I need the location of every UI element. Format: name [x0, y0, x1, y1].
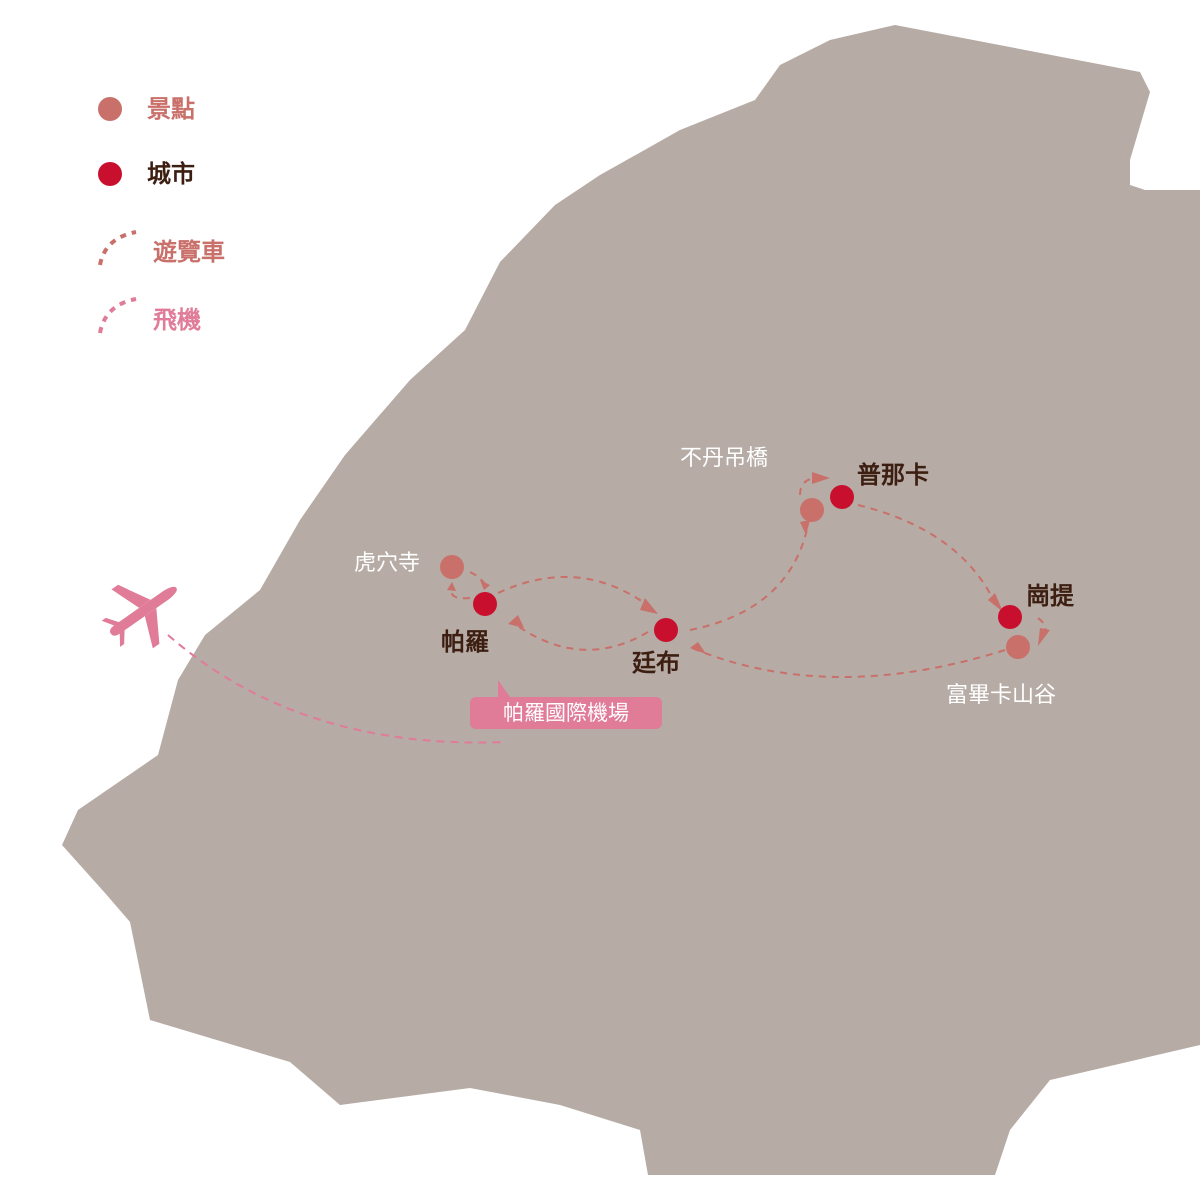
- punakha-dot[interactable]: [830, 485, 854, 509]
- attraction-label-tigers-nest: 虎穴寺: [354, 551, 421, 576]
- legend-flight-label: 飛機: [153, 306, 201, 334]
- plane-icon: [101, 584, 177, 649]
- legend-city-label: 城市: [147, 160, 195, 188]
- legend-flight-line: [98, 297, 137, 334]
- phobjikha-dot[interactable]: [1006, 635, 1030, 659]
- tigers-nest-dot[interactable]: [440, 555, 464, 579]
- legend-attraction-dot: [98, 97, 122, 121]
- paro-dot[interactable]: [473, 592, 497, 616]
- legend-attraction-label: 景點: [147, 95, 195, 123]
- airport-pointer: [498, 680, 512, 700]
- thimphu-dot[interactable]: [654, 618, 678, 642]
- attraction-label-bridge: 不丹吊橋: [680, 446, 769, 471]
- suspension-bridge-dot[interactable]: [800, 498, 824, 522]
- city-label-thimphu: 廷布: [632, 649, 680, 677]
- city-label-paro: 帕羅: [441, 628, 489, 656]
- legend-coach-line: [98, 230, 137, 266]
- legend-coach-label: 遊覽車: [153, 238, 225, 266]
- flight-route: [167, 634, 506, 744]
- route-arrowheads: [447, 472, 1050, 654]
- city-label-punakha: 普那卡: [857, 461, 929, 489]
- legend-city-dot: [98, 162, 122, 186]
- airport-label: 帕羅國際機場: [470, 697, 662, 729]
- country-land: [62, 25, 1200, 1175]
- city-label-gangtey: 崗提: [1026, 582, 1074, 610]
- gangtey-dot[interactable]: [998, 605, 1022, 629]
- attraction-label-phobjikha: 富畢卡山谷: [946, 683, 1057, 708]
